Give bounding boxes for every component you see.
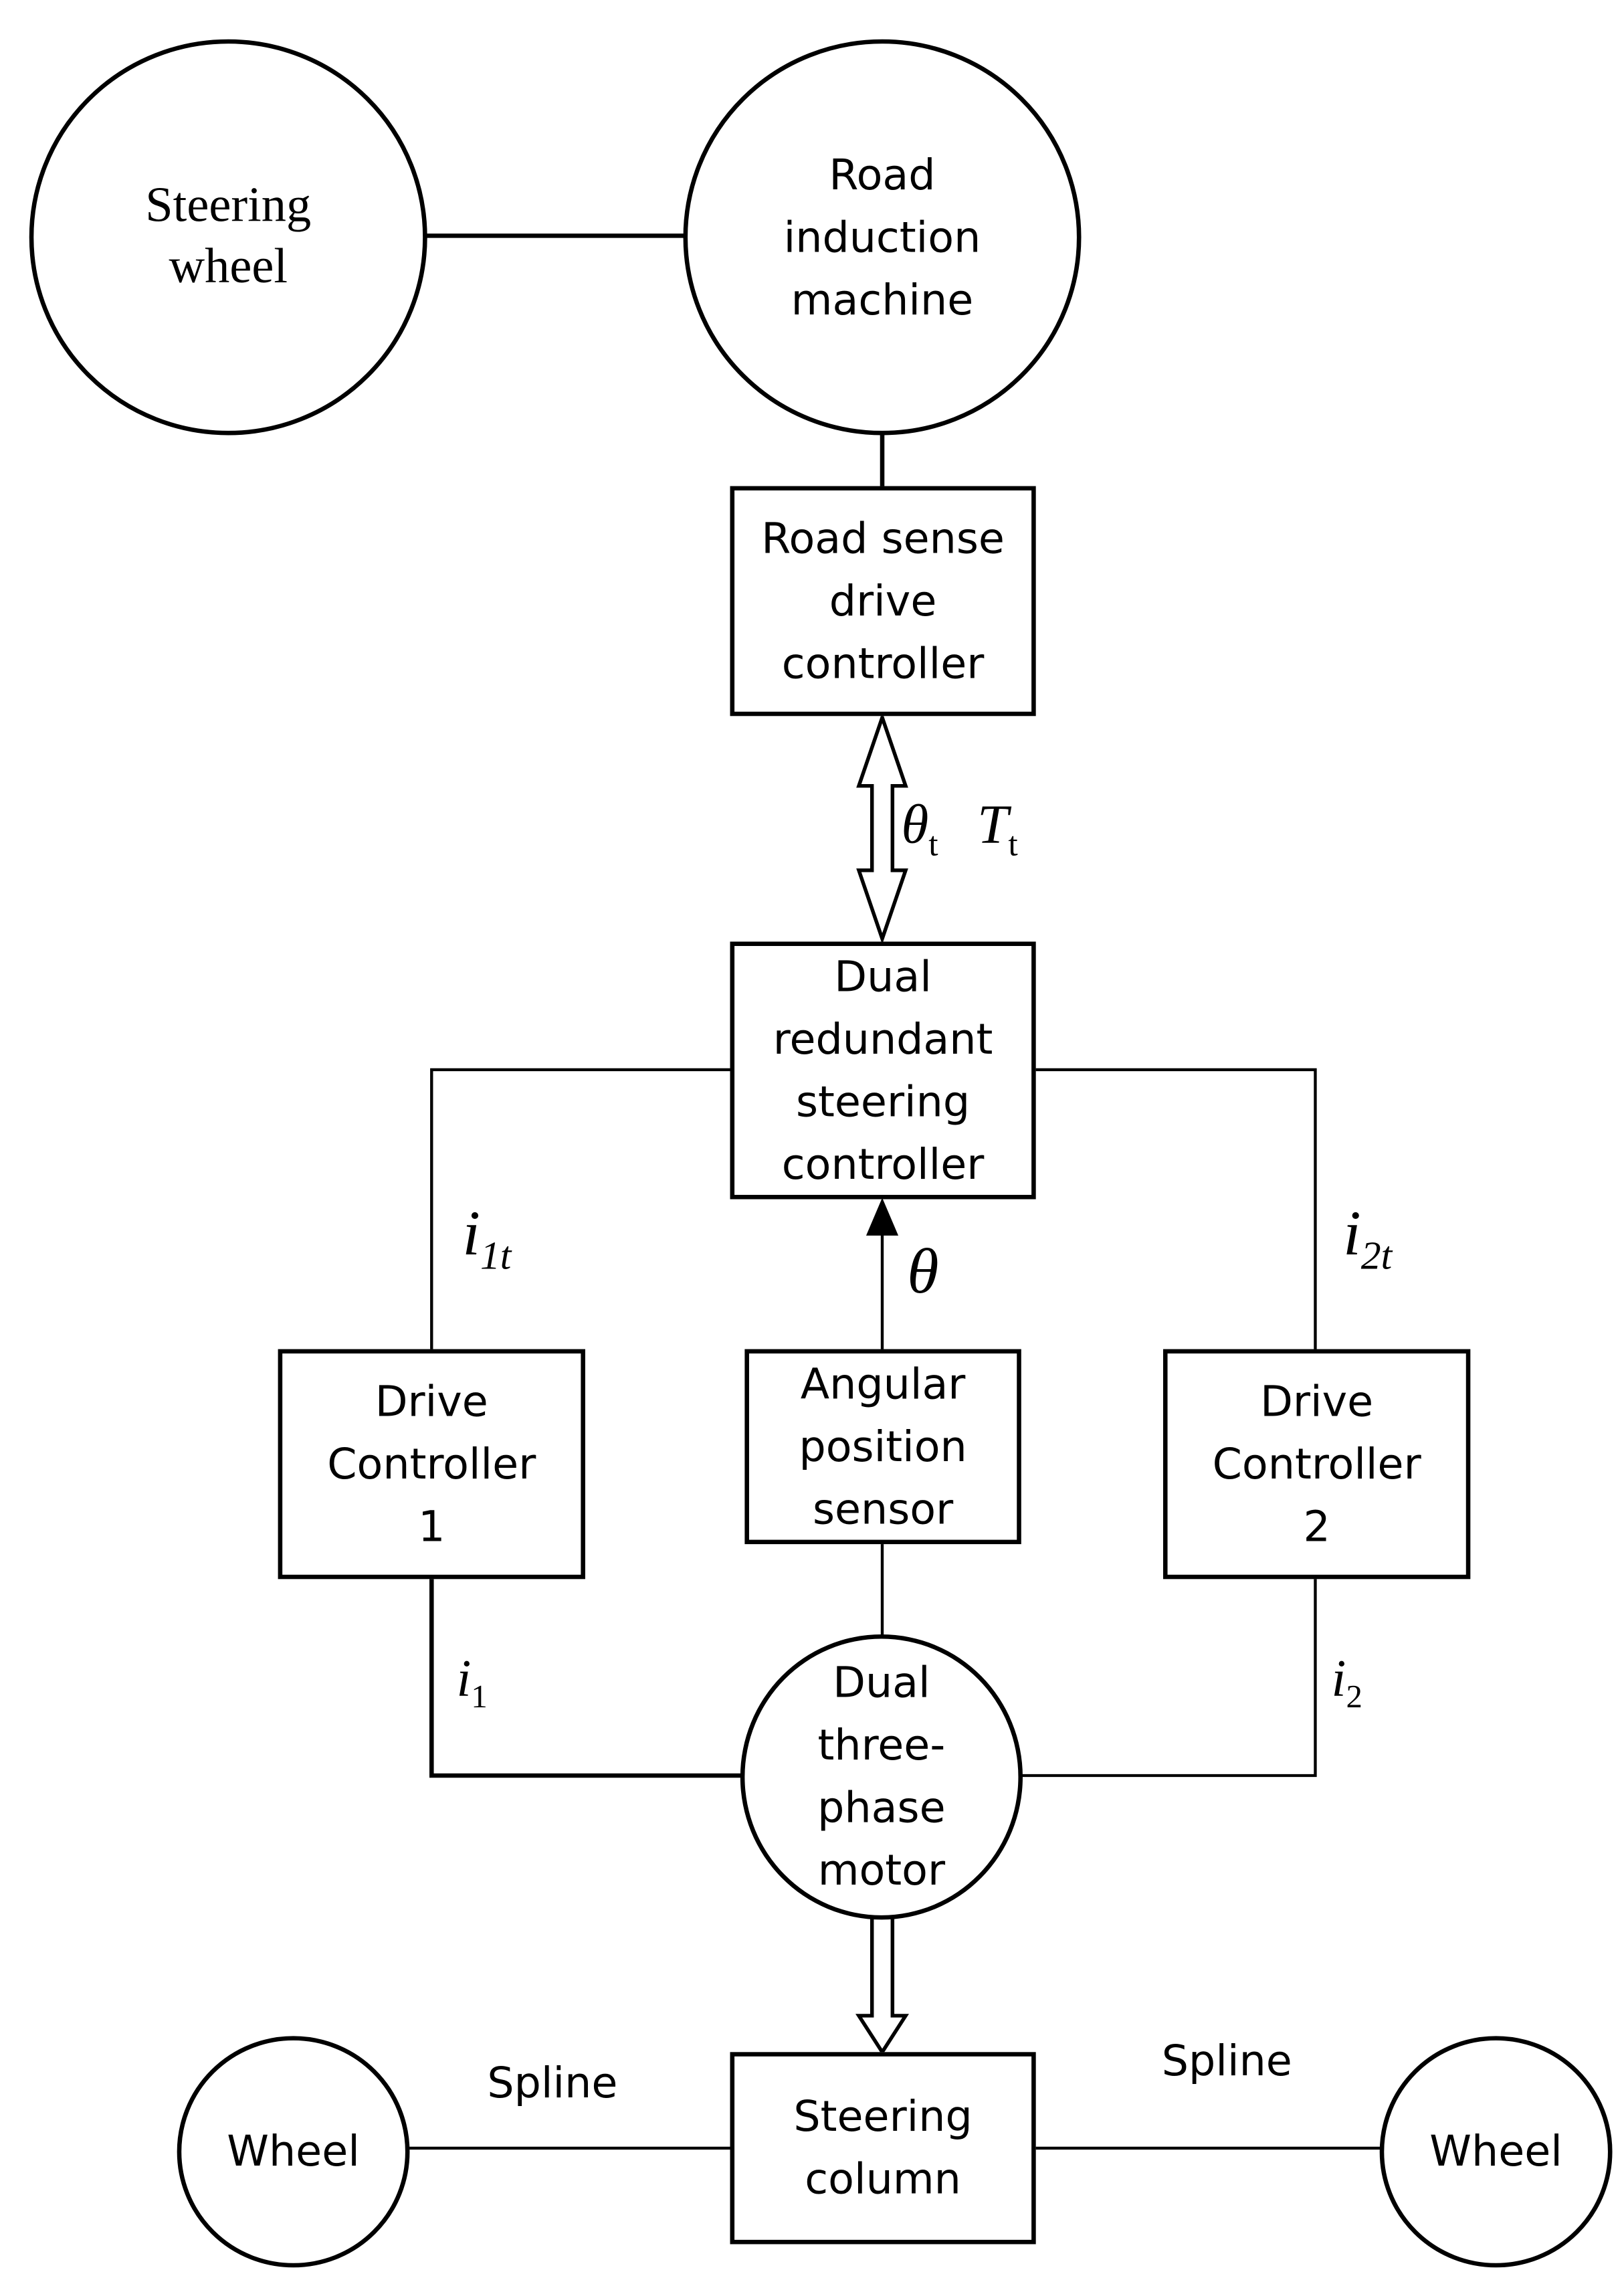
node-label: Drive [375,1375,488,1426]
node-label: Wheel [227,2126,360,2176]
current-line-i2 [1021,1576,1317,1778]
wheel-right-node: Wheel [1379,2036,1613,2268]
arrowhead-up [866,1198,899,1236]
node-label: machine [791,274,974,324]
spline-label-right: Spline [1161,2036,1292,2086]
i1t-label: i1t [462,1198,512,1278]
current-line-i2t [1034,1068,1317,1351]
torque-t-label: Tt [977,794,1018,864]
node-label: column [805,2154,961,2204]
node-label: phase [817,1782,946,1832]
node-label: motor [817,1845,946,1895]
current-line-i1t [430,1068,732,1351]
output-arrow [855,1911,909,2056]
wheel-left-node: Wheel [177,2036,410,2268]
node-label: controller [781,638,985,688]
node-label: Steering [145,179,312,233]
drive-controller-2-box: Drive Controller 2 [1162,1349,1471,1580]
dual-three-phase-motor-node: Dual three- phase motor [740,1634,1023,1920]
node-label: three- [817,1720,946,1770]
node-label: induction [783,211,981,262]
current-line-i1 [429,1576,744,1778]
node-label: Controller [327,1438,536,1489]
steering-column-box: Steering column [730,2052,1036,2245]
theta-label: θ [907,1235,939,1307]
node-label: sensor [812,1483,954,1533]
angular-position-sensor-box: Angular position sensor [744,1349,1021,1545]
road-sense-drive-controller-box: Road sense drive controller [730,486,1036,717]
node-label: 1 [418,1501,445,1551]
node-label: Dual [833,1657,930,1707]
node-label: redundant [773,1014,993,1064]
node-label: Wheel [1429,2126,1562,2176]
node-label: Dual [834,951,932,1001]
node-label: drive [829,575,937,626]
road-induction-machine-node: Road induction machine [683,39,1082,436]
node-label: 2 [1303,1501,1330,1551]
node-label: Road sense [761,512,1005,563]
theta-t-label: θt [901,794,938,864]
i1-label: i1 [456,1648,488,1715]
i2t-label: i2t [1343,1198,1393,1278]
node-label: controller [781,1139,985,1189]
i2-label: i2 [1331,1648,1362,1715]
node-label: Steering [793,2091,973,2142]
dual-redundant-steering-controller-box: Dual redundant steering controller [730,941,1036,1200]
node-label: position [799,1421,967,1471]
node-label: wheel [169,240,288,294]
node-label: Road [829,149,936,199]
spline-label-left: Spline [487,2058,618,2107]
node-label: Controller [1212,1438,1421,1489]
steering-wheel-node: Steering wheel [29,39,427,436]
node-label: Drive [1260,1375,1374,1426]
bidirectional-arrow [856,712,908,945]
node-label: Angular [800,1358,966,1408]
node-label: steering [795,1076,971,1126]
drive-controller-1-box: Drive Controller 1 [278,1349,585,1580]
